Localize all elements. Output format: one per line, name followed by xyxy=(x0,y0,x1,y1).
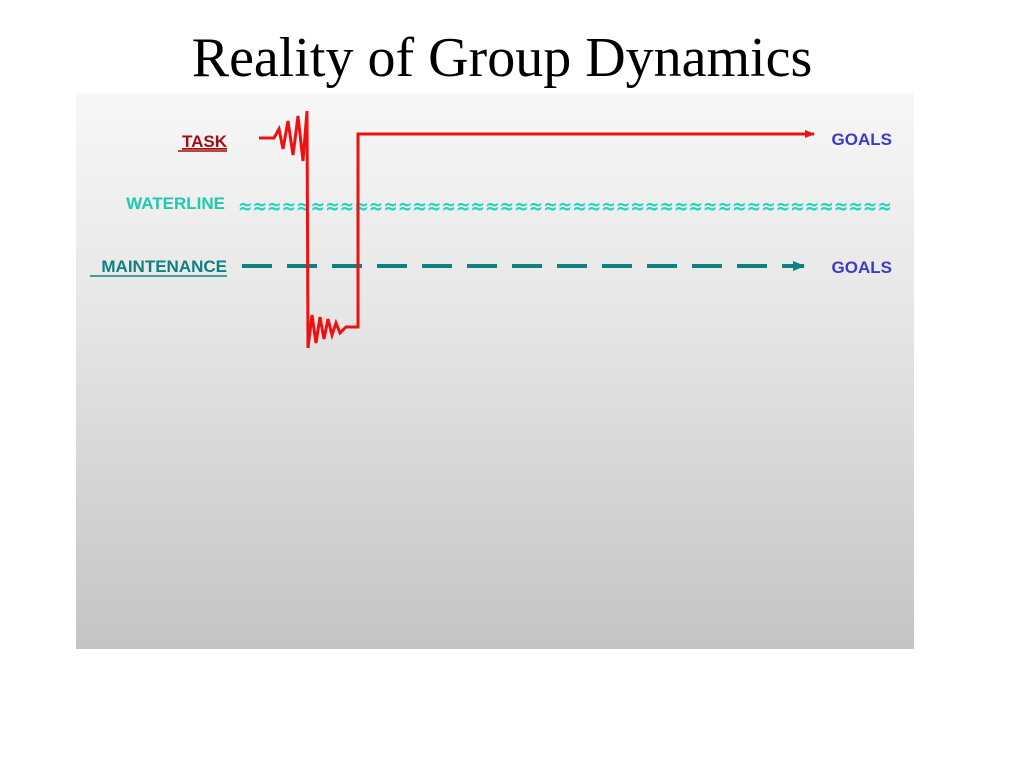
diagram-panel: TASK WATERLINE MAINTENANCE GOALS GOALS ≈… xyxy=(76,93,914,649)
waterline-waves: ≈≈≈≈≈≈≈≈≈≈≈≈≈≈≈≈≈≈≈≈≈≈≈≈≈≈≈≈≈≈≈≈≈≈≈≈≈≈≈≈… xyxy=(238,194,892,218)
task-label: TASK xyxy=(182,132,228,151)
group-dynamics-diagram: TASK WATERLINE MAINTENANCE GOALS GOALS ≈… xyxy=(90,110,892,349)
task-path xyxy=(259,110,815,349)
slide-title: Reality of Group Dynamics xyxy=(191,27,813,89)
maintenance-label: MAINTENANCE xyxy=(101,257,227,276)
maintenance-goals-label: GOALS xyxy=(832,258,892,277)
waterline-label: WATERLINE xyxy=(126,194,225,213)
task-goals-label: GOALS xyxy=(832,130,892,149)
